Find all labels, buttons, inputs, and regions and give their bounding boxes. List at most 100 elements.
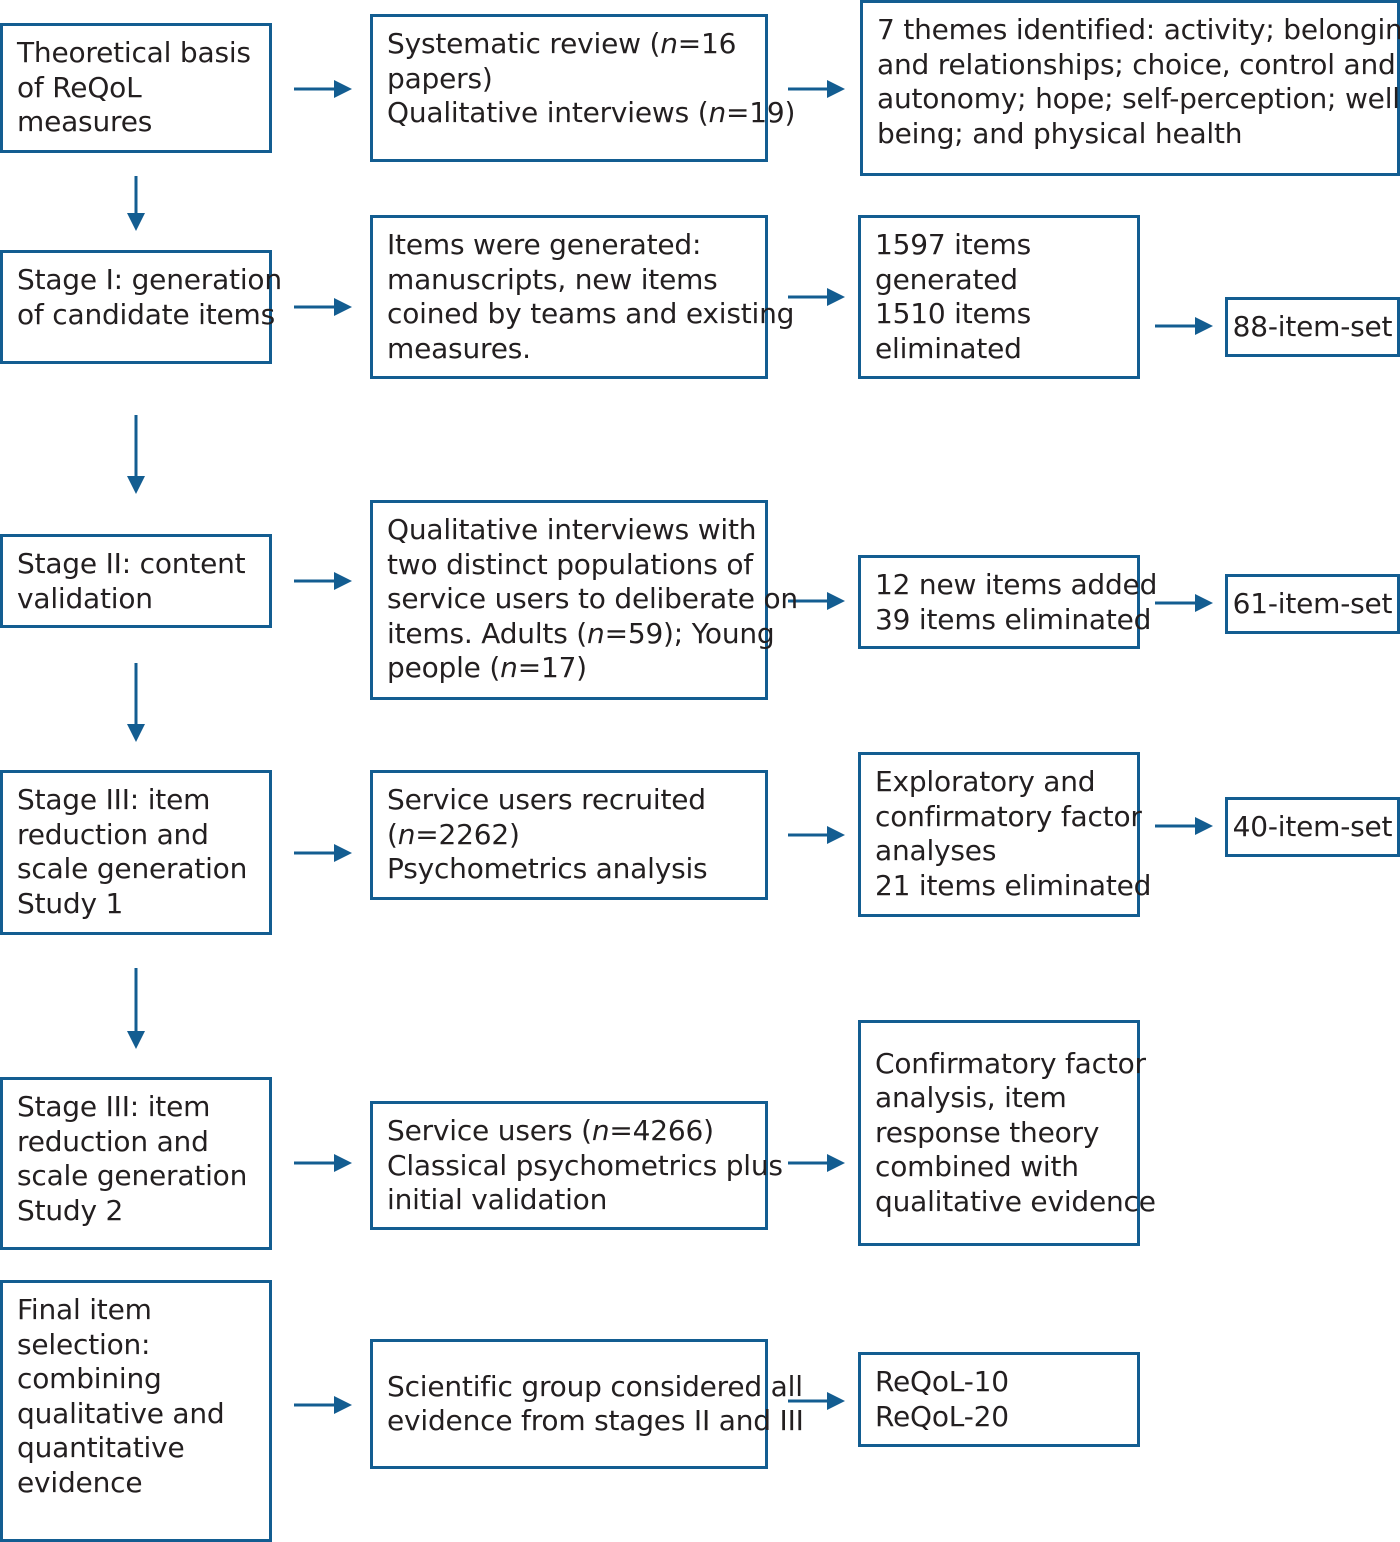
box-text-line: Study 2 <box>17 1193 124 1227</box>
box-text-line: evidence from stages II and III <box>387 1404 804 1437</box>
box-text-line: analysis, item <box>875 1081 1067 1115</box>
box-text-line: combining <box>17 1362 162 1395</box>
box-text-line: reduction and <box>17 1124 209 1158</box>
method-box-stage3a: Service users recruited(n=2262)Psychomet… <box>370 770 768 900</box>
box-text-line: analyses <box>875 834 997 867</box>
arrow-stage-down-2 <box>127 415 145 494</box>
box-text-line: scale generation <box>17 852 248 885</box>
method-box-stage3b: Service users (n=4266)Classical psychome… <box>370 1101 783 1230</box>
box-text-line: 21 items eliminated <box>875 868 1152 902</box>
box-text-line: 12 new items added <box>875 568 1158 601</box>
box-text-line: service users to deliberate on <box>387 582 798 615</box>
arrow-method-to-result-1 <box>788 80 845 98</box>
box-text-line: ReQoL-10 <box>875 1365 1009 1398</box>
box-text-line: papers) <box>387 61 493 95</box>
box-text-line: scale generation <box>17 1159 248 1192</box>
item-set-box-stage1: 88-item-set <box>1225 297 1400 357</box>
box-text-line: 39 items eliminated <box>875 602 1152 636</box>
box-text-line: Stage III: item <box>17 1090 211 1123</box>
box-text-line: people (n=17) <box>387 651 587 684</box>
box-text-line: reduction and <box>17 817 209 851</box>
box-text-line: Final item <box>17 1293 152 1326</box>
arrow-method-to-result-5 <box>788 1154 845 1172</box>
box-text-line: two distinct populations of <box>387 547 753 581</box>
box-text-line: (n=2262) <box>387 817 520 851</box>
box-text-line: Stage I: generation <box>17 263 282 296</box>
box-text-line: Scientific group considered all <box>387 1369 803 1403</box>
box-text-line: 1510 items <box>875 297 1032 330</box>
box-text-line: quantitative <box>17 1431 185 1464</box>
box-text-line: Psychometrics analysis <box>387 852 708 885</box>
arrow-result-to-set-1 <box>1155 317 1213 335</box>
arrow-result-to-set-3 <box>1155 817 1213 835</box>
box-text-line: measures <box>17 105 153 138</box>
result-box-theory: 7 themes identified: activity; belonging… <box>860 0 1400 176</box>
box-text-line: Qualitative interviews (n=19) <box>387 96 796 129</box>
box-text-line: 1597 items <box>875 228 1032 261</box>
box-text-line: of candidate items <box>17 297 276 331</box>
arrow-stage-to-method-4 <box>294 844 352 862</box>
box-text-line: autonomy; hope; self-perception; well- <box>877 82 1400 115</box>
box-text-line: being; and physical health <box>877 116 1243 150</box>
arrow-result-to-set-2 <box>1155 594 1213 612</box>
box-text-line: Items were generated: <box>387 228 702 261</box>
box-text-line: coined by teams and existing <box>387 297 795 330</box>
box-text-line: of ReQoL <box>17 70 142 104</box>
box-text-line: Classical psychometrics plus <box>387 1148 783 1182</box>
box-text-line: ReQoL-20 <box>875 1399 1009 1433</box>
item-set-box-stage3a: 40-item-set <box>1225 797 1400 857</box>
box-text-line: 7 themes identified: activity; belonging <box>877 13 1400 46</box>
arrow-stage-to-method-1 <box>294 80 352 98</box>
box-text-line: Service users (n=4266) <box>387 1114 714 1147</box>
item-set-label: 61-item-set <box>1232 586 1393 620</box>
box-text-line: Service users recruited <box>387 783 706 816</box>
arrow-stage-down-3 <box>127 663 145 742</box>
item-set-label: 88-item-set <box>1232 309 1393 343</box>
box-text-line: combined with <box>875 1150 1079 1184</box>
box-text-line: qualitative evidence <box>875 1184 1156 1218</box>
box-text-line: Exploratory and <box>875 765 1096 798</box>
box-text-line: response theory <box>875 1115 1100 1149</box>
box-text-line: and relationships; choice, control and <box>877 47 1396 81</box>
arrow-method-to-result-2 <box>788 288 845 306</box>
arrow-stage-to-method-2 <box>294 298 352 316</box>
box-text-line: eliminated <box>875 331 1022 365</box>
box-text-line: manuscripts, new items <box>387 262 718 296</box>
box-text-line: measures. <box>387 331 531 365</box>
box-text-line: Systematic review (n=16 <box>387 27 737 60</box>
box-text-line: Stage III: item <box>17 783 211 816</box>
box-text-line: Stage II: content <box>17 547 246 580</box>
arrow-stage-to-method-6 <box>294 1396 352 1414</box>
box-text-line: validation <box>17 581 153 615</box>
box-text-line: initial validation <box>387 1183 608 1216</box>
arrow-stage-to-method-5 <box>294 1154 352 1172</box>
box-text-line: items. Adults (n=59); Young <box>387 616 775 650</box>
box-text-line: selection: <box>17 1327 151 1361</box>
method-box-stage1: Items were generated:manuscripts, new it… <box>370 215 795 379</box>
box-text-line: evidence <box>17 1465 143 1499</box>
item-set-label: 40-item-set <box>1232 809 1393 843</box>
arrow-stage-down-1 <box>127 176 145 231</box>
arrow-stage-down-4 <box>127 968 145 1049</box>
box-text-line: generated <box>875 262 1018 296</box>
box-text-line: Study 1 <box>17 886 124 920</box>
box-text-line: Confirmatory factor <box>875 1046 1146 1080</box>
box-text-line: confirmatory factor <box>875 799 1142 833</box>
arrow-method-to-result-4 <box>788 826 845 844</box>
item-set-box-stage2: 61-item-set <box>1225 574 1400 634</box>
arrow-stage-to-method-3 <box>294 572 352 590</box>
box-text-line: Theoretical basis <box>17 36 251 69</box>
